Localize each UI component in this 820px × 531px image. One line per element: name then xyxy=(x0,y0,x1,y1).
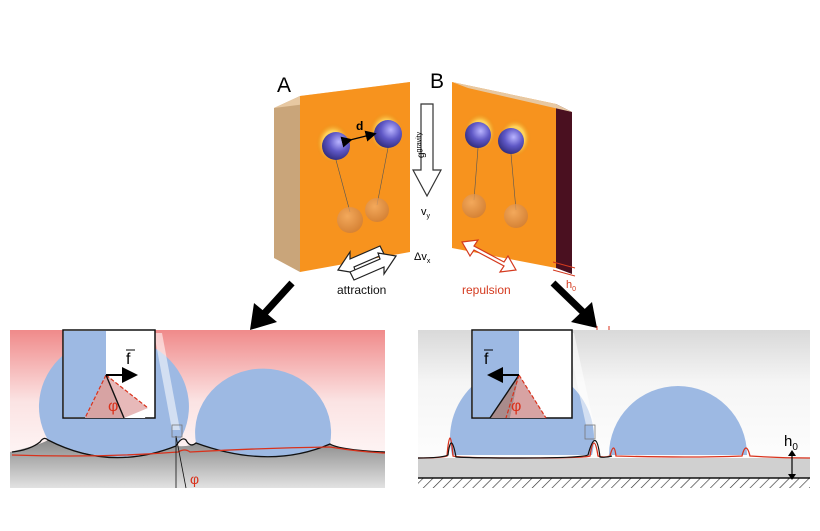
particle-a-right xyxy=(374,120,402,148)
height-label-top: h0 xyxy=(566,279,576,293)
repulsion-arrow xyxy=(461,239,517,273)
delta-velocity-label: Δvx xyxy=(414,251,431,265)
inset-left: f φ xyxy=(62,329,156,419)
gravity-symbol: g xyxy=(416,152,427,158)
label-b: B xyxy=(430,70,444,93)
attraction-arrows xyxy=(336,245,398,281)
droplet-right-2 xyxy=(609,386,747,455)
force-label-right: f xyxy=(484,351,489,368)
height-marker: h0 xyxy=(784,433,798,480)
repulsion-label: repulsion xyxy=(462,283,511,297)
plate-b xyxy=(452,82,576,277)
connector-arrows xyxy=(250,280,597,330)
droplet-left-2 xyxy=(195,368,332,457)
inset-angle-label-left: φ xyxy=(108,398,118,415)
force-label-left: f xyxy=(126,351,131,368)
gravity-arrow: ggravity xyxy=(411,103,443,198)
inset-right: f φ xyxy=(471,329,573,419)
inset-angle-label-right: φ xyxy=(511,398,521,415)
bottom-right-panel: f φ h0 xyxy=(417,326,811,488)
bottom-left-panel: φ f φ xyxy=(10,329,386,489)
contact-angle-label: φ xyxy=(190,471,199,487)
label-a: A xyxy=(277,74,291,97)
height-label-right: h0 xyxy=(784,433,798,453)
velocity-label: vy xyxy=(421,206,431,220)
svg-text:ggravity: ggravity xyxy=(416,131,427,158)
top-panel: A d ggravity vy Δvx B h0 xyxy=(253,40,581,308)
gravity-label: gravity xyxy=(416,131,423,152)
particle-a-left xyxy=(322,132,350,160)
particle-b-right xyxy=(498,128,524,154)
attraction-label: attraction xyxy=(337,283,386,297)
distance-label: d xyxy=(356,119,363,133)
particle-b-left xyxy=(465,122,491,148)
plate-a xyxy=(274,82,410,272)
